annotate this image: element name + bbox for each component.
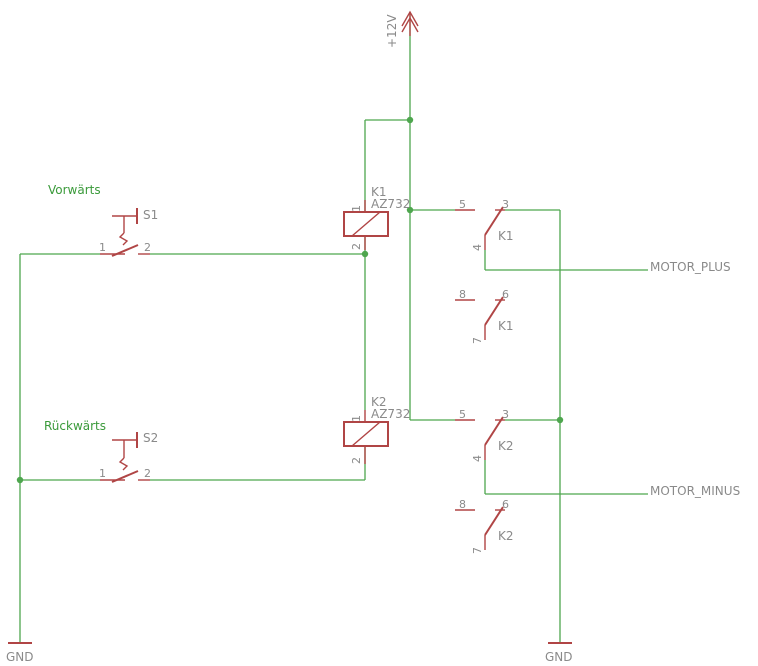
wires (19, 14, 648, 642)
net-label-motor-minus: MOTOR_MINUS (650, 484, 740, 498)
switch-s2-pin2: 2 (144, 467, 151, 480)
junctions (16, 116, 564, 484)
contact-k1a-pin-com: 4 (471, 244, 484, 251)
junction-dot (556, 416, 564, 424)
contact-k2a-pin-no: 3 (502, 408, 509, 421)
relay-k2-pin2: 2 (350, 457, 363, 464)
junction-dot (361, 250, 369, 258)
ground-symbol-right: GND (545, 642, 573, 664)
contact-k1b-pin-no: 6 (502, 288, 509, 301)
contact-k1a-pin-nc: 5 (459, 198, 466, 211)
relay-k2-name: K2 (371, 395, 387, 409)
junction-dot (406, 206, 414, 214)
switch-s2: Rückwärts S2 1 2 (44, 419, 158, 483)
contact-k2b-pin-nc: 8 (459, 498, 466, 511)
switch-s1-name: S1 (143, 208, 158, 222)
switch-s2-name: S2 (143, 431, 158, 445)
contact-k1b-name: K1 (498, 319, 514, 333)
contact-k1b-pin-com: 7 (471, 337, 484, 344)
switch-s1-pin2: 2 (144, 241, 151, 254)
contact-k2a-pin-nc: 5 (459, 408, 466, 421)
relay-contact-k2-b: 8 6 7 K2 (455, 498, 514, 554)
relay-k2-part: AZ732 (371, 407, 410, 421)
relay-k1-pin2: 2 (350, 243, 363, 250)
relay-contact-k1-a: 5 3 4 K1 (455, 198, 514, 251)
switch-s2-title: Rückwärts (44, 419, 106, 433)
switch-s1-pin1: 1 (99, 241, 106, 254)
relay-contact-k1-b: 8 6 7 K1 (455, 288, 514, 344)
supply-label: +12V (385, 14, 399, 48)
ground-symbol-left: GND (6, 642, 34, 664)
contact-k1a-name: K1 (498, 229, 514, 243)
contact-k2b-pin-com: 7 (471, 547, 484, 554)
junction-dot (16, 476, 24, 484)
relay-k1-name: K1 (371, 185, 387, 199)
relay-k1-pin1: 1 (350, 205, 363, 212)
contact-k2b-pin-no: 6 (502, 498, 509, 511)
contact-k1b-pin-nc: 8 (459, 288, 466, 301)
switch-s2-pin1: 1 (99, 467, 106, 480)
net-label-motor-plus: MOTOR_PLUS (650, 260, 731, 274)
relay-coil-k2: K2 AZ732 1 2 (343, 395, 410, 464)
relay-k2-pin1: 1 (350, 415, 363, 422)
relay-coil-k1: K1 AZ732 1 2 (343, 185, 410, 250)
contact-k2a-pin-com: 4 (471, 455, 484, 462)
switch-s1-title: Vorwärts (48, 183, 101, 197)
switch-s1: Vorwärts S1 1 2 (48, 183, 158, 257)
contact-k1a-pin-no: 3 (502, 198, 509, 211)
ground-label-right: GND (545, 650, 573, 664)
contact-k2a-name: K2 (498, 439, 514, 453)
junction-dot (406, 116, 414, 124)
supply-symbol: +12V (385, 10, 419, 48)
ground-label-left: GND (6, 650, 34, 664)
contact-k2b-name: K2 (498, 529, 514, 543)
relay-k1-part: AZ732 (371, 197, 410, 211)
relay-contact-k2-a: 5 3 4 K2 (455, 408, 514, 462)
